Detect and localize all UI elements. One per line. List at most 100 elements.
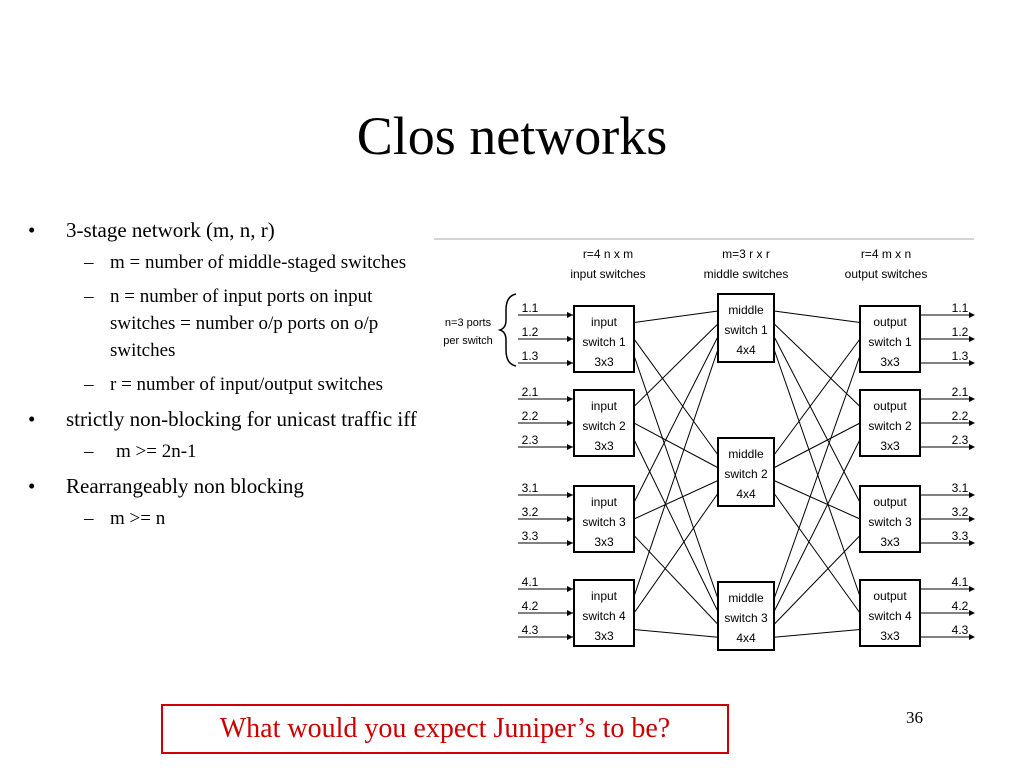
dash-mark: – [84,374,94,395]
input-switch-label: 3x3 [594,439,614,453]
sub-bullet-text: n = number of input ports on input switc… [110,286,379,361]
ports-brace [497,293,517,367]
bullet-text: strictly non-blocking for unicast traffi… [66,407,417,431]
middle-switch-label: 4x4 [736,631,756,645]
link-middle-output [773,422,861,469]
link-middle-output [773,535,861,625]
output-switch-label: 3x3 [880,629,900,643]
bullet-item: • strictly non-blocking for unicast traf… [28,405,438,434]
middle-switch-label: switch 3 [724,611,768,625]
output-port-label: 3.1 [952,481,969,495]
middle-switch-label: switch 1 [724,323,768,337]
bullet-dot: • [28,474,36,498]
bullet-text: 3-stage network (m, n, r) [66,218,275,242]
bullet-dot: • [28,407,36,431]
sub-bullet-item: – m >= n [28,505,438,532]
input-port-arrow [567,420,573,426]
sub-bullet-item: – m >= 2n-1 [28,438,438,465]
bullet-list: • 3-stage network (m, n, r) – m = number… [28,216,438,539]
input-port-arrow [567,336,573,342]
output-switch-label: output [873,589,907,603]
output-port-arrow [969,610,975,616]
output-port-arrow [969,360,975,366]
output-port-label: 1.2 [952,325,969,339]
input-port-label: 4.1 [522,575,539,589]
input-port-label: 2.1 [522,385,539,399]
output-switch-label: switch 3 [868,515,912,529]
link-middle-output [773,492,861,614]
link-input-middle [633,310,719,323]
input-port-label: 1.3 [522,349,539,363]
input-port-label: 3.1 [522,481,539,495]
link-middle-output [773,310,861,323]
link-input-middle [633,629,719,638]
output-header-line: output switches [845,267,928,281]
input-port-label: 3.3 [522,529,539,543]
input-port-arrow [567,396,573,402]
sub-bullet-text: r = number of input/output switches [110,374,383,395]
output-port-arrow [969,586,975,592]
input-port-label: 4.2 [522,599,539,613]
middle-switch-label: 4x4 [736,343,756,357]
sub-bullet-text: m >= n [110,508,166,529]
ports-label: n=3 ports [445,317,492,329]
bullet-dot: • [28,218,36,242]
input-port-arrow [567,610,573,616]
middle-switch-label: middle [728,303,764,317]
dash-mark: – [84,286,94,307]
output-switch-label: 3x3 [880,439,900,453]
middle-switch-label: 4x4 [736,487,756,501]
middle-switch-box [717,581,775,651]
input-switch-box [573,389,635,457]
question-box: What would you expect Juniper’s to be? [161,704,729,754]
link-middle-output [773,338,861,456]
input-switch-label: input [591,495,618,509]
middle-switch-box [717,293,775,363]
slide-title: Clos networks [356,106,668,166]
input-header-line: r=4 n x m [583,247,633,261]
output-switch-label: 3x3 [880,355,900,369]
dash-mark: – [84,252,94,273]
link-input-middle [633,492,719,614]
output-port-arrow [969,312,975,318]
sub-bullet-item: – m = number of middle-staged switches [28,249,438,276]
output-switch-label: switch 2 [868,419,912,433]
output-port-arrow [969,540,975,546]
input-switch-label: input [591,589,618,603]
dash-mark: – [84,441,94,462]
output-switch-label: output [873,315,907,329]
output-port-label: 4.3 [952,623,969,637]
output-switch-box [859,579,921,647]
input-port-arrow [567,586,573,592]
output-port-arrow [969,444,975,450]
output-port-arrow [969,336,975,342]
input-switch-label: switch 2 [582,419,626,433]
input-port-label: 2.2 [522,409,539,423]
input-port-label: 2.3 [522,433,539,447]
input-switch-label: 3x3 [594,629,614,643]
middle-switch-box [717,437,775,507]
link-input-middle [633,336,719,503]
link-middle-output [773,629,861,638]
link-input-middle [633,349,719,597]
ports-label: per switch [443,335,493,347]
input-port-label: 1.2 [522,325,539,339]
input-port-arrow [567,360,573,366]
link-middle-output [773,336,861,503]
page-number: 36 [906,708,923,727]
sub-bullet-item: – n = number of input ports on input swi… [28,283,438,364]
input-switch-box [573,305,635,373]
dash-mark: – [84,508,94,529]
output-port-label: 2.1 [952,385,969,399]
output-port-arrow [969,396,975,402]
link-middle-output [773,349,861,597]
output-switch-label: switch 1 [868,335,912,349]
middle-switch-label: middle [728,447,764,461]
input-port-arrow [567,634,573,640]
link-middle-output [773,439,861,612]
output-port-label: 4.2 [952,599,969,613]
input-port-arrow [567,312,573,318]
link-input-middle [633,338,719,456]
bullet-text: Rearrangeably non blocking [66,474,304,498]
